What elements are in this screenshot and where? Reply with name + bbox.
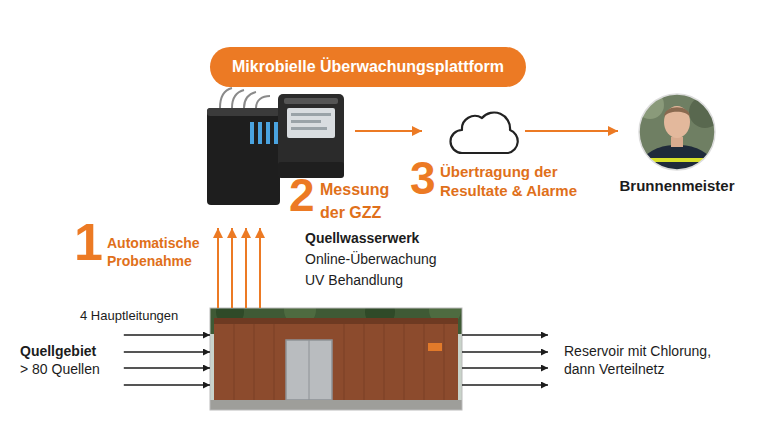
sampler-device [207,88,280,205]
status-light [274,122,278,144]
portrait-neck [671,137,683,147]
pipe-count-label: 4 Hauptleitungen [80,308,178,324]
status-light [258,122,262,144]
text-group: Reservoir mit Chlorung, dann Verteilnetz [564,342,734,378]
sample-tube [256,96,270,108]
flow-arrow [355,130,422,132]
portrait-ring [639,94,715,170]
step-number: 1 [74,216,103,268]
measuring-devices: Messung der GZZ [205,92,355,228]
device-housing [278,94,344,178]
title-banner: Mikrobielle Überwachungsplattform [210,47,526,87]
plant-title: Quellwasserwerk [305,228,455,249]
step-number: 3 [410,155,436,201]
building-sign [428,343,442,351]
photo-frame [210,308,462,410]
source-area: Quellgebiet> 80 Quellen [18,328,124,392]
text-group: Messung der GZZ [320,178,404,224]
flow-arrow [231,228,233,308]
text-group: Quellgebiet> 80 Quellen [20,342,100,378]
door-split [309,340,310,400]
portrait-foliage [689,96,721,128]
area-title: Quellgebiet [20,342,100,360]
cloud-icon [451,113,518,153]
pipe-arrow [462,351,548,352]
plant-building: QuellwasserwerkOnline-Überwachung UV Beh… [210,308,462,410]
person-role: Brunnenmeister [606,176,748,195]
text-group: QuellwasserwerkOnline-Überwachung UV Beh… [305,228,455,291]
flow-arrow [217,228,219,308]
status-light [266,122,270,144]
pipe-arrow [124,334,210,335]
sample-tube [220,88,232,108]
text-group: Übertragung der Resultate & Alarme [440,162,600,200]
step-caption: Übertragung der Resultate & Alarme [440,162,600,200]
device-screen [287,108,335,138]
person-node: Brunnenmeister [618,92,736,199]
device-handle [284,98,338,104]
flow-arrow [245,228,247,308]
flow-arrow [525,130,618,132]
screen-line [291,127,327,130]
screen-line [291,113,331,116]
plant-building-photo [210,308,462,410]
pipe-arrow [124,351,210,352]
pipe-arrow [124,367,210,368]
portrait-head [664,106,690,138]
person-portrait [636,91,721,176]
step-label: Automatische Probenahme [107,234,207,270]
area-note: > 80 Quellen [20,360,100,378]
analyzer-device [278,94,344,178]
text-group: Brunnenmeister [606,176,748,195]
building-facade [214,318,458,400]
pipe-arrow [462,334,548,335]
destination-text: Reservoir mit Chlorung, dann Verteilnetz [564,342,734,378]
building-door [286,340,332,400]
step-caption: Messung der GZZ [320,178,404,224]
portrait-hair [664,107,690,117]
screen-line [291,120,321,123]
status-light [250,122,254,144]
photo-sky [210,308,462,410]
cloud-node: Übertragung der Resultate & Alarme [422,100,525,204]
reservoir-node: Reservoir mit Chlorung, dann Verteilnetz [548,328,744,392]
portrait-jacket [636,145,718,176]
plant-features: Online-Überwachung UV Behandlung [305,249,455,291]
portrait-hivis [648,158,706,162]
pipe-arrow [462,384,548,385]
sample-tube [232,90,244,108]
pipe-arrow [462,367,548,368]
facade-panels [234,324,444,400]
photo-ground [210,400,462,410]
device-top [207,108,280,116]
step-number: 2 [289,172,315,218]
pipe-arrow [124,384,210,385]
device-housing [207,108,280,205]
sample-tube [244,92,256,108]
building-roof-edge [214,318,458,324]
flow-arrow [259,228,261,308]
portrait-background [637,92,717,172]
